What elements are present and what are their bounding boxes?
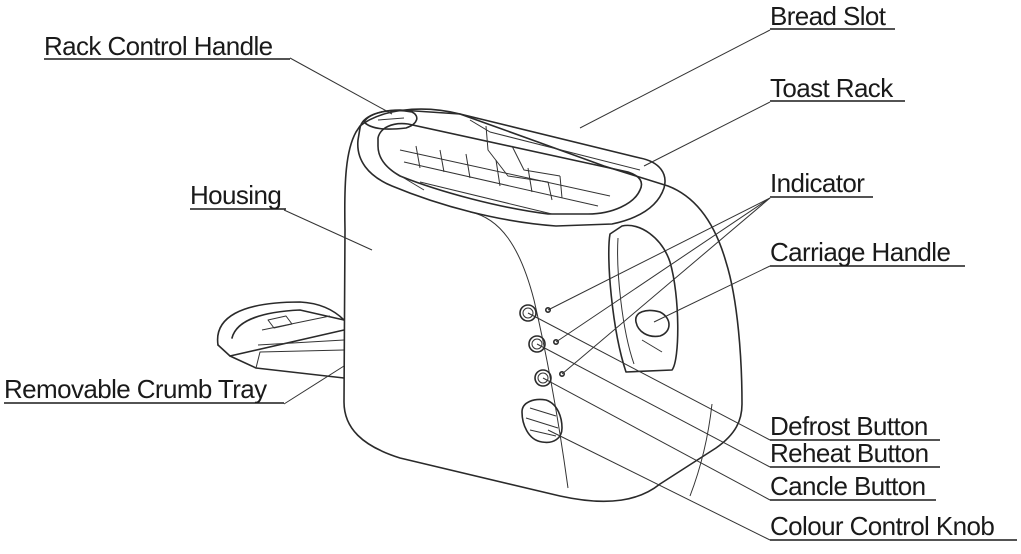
leader-carriage-handle: [653, 265, 771, 323]
carriage-slot-drawing: [608, 224, 679, 373]
leader-indicator-1: [547, 197, 771, 311]
leader-cancle: [542, 377, 771, 501]
leader-toast-rack: [643, 101, 771, 167]
label-reheat-button: Reheat Button: [770, 438, 928, 468]
label-indicator: Indicator: [770, 168, 865, 198]
leader-defrost: [527, 312, 771, 441]
leader-indicator-3: [561, 197, 771, 375]
label-defrost-button: Defrost Button: [770, 411, 928, 441]
label-bread-slot: Bread Slot: [770, 1, 887, 31]
leader-rack-control: [289, 57, 393, 115]
label-carriage-handle: Carriage Handle: [770, 237, 950, 267]
label-cancle-button: Cancle Button: [770, 471, 926, 501]
leader-bread-slot: [579, 29, 771, 129]
top-plate-drawing: [357, 109, 666, 227]
leader-colour-knob: [547, 429, 771, 541]
leader-indicator-2: [555, 197, 771, 343]
leader-crumb-tray: [283, 365, 345, 405]
label-housing: Housing: [190, 180, 281, 210]
label-removable-crumb-tray: Removable Crumb Tray: [4, 374, 267, 404]
labels: Rack Control Handle Bread Slot Toast Rac…: [4, 1, 1017, 541]
label-toast-rack: Toast Rack: [770, 73, 894, 103]
toaster-illustration: [216, 108, 743, 503]
leader-housing: [283, 209, 373, 251]
label-colour-control-knob: Colour Control Knob: [770, 511, 994, 541]
crumb-tray-drawing: [216, 301, 345, 379]
housing-drawing: [343, 108, 743, 503]
label-rack-control-handle: Rack Control Handle: [44, 31, 273, 61]
controls-drawing: [519, 304, 565, 444]
leader-reheat: [536, 343, 771, 468]
leader-lines: [283, 29, 771, 541]
